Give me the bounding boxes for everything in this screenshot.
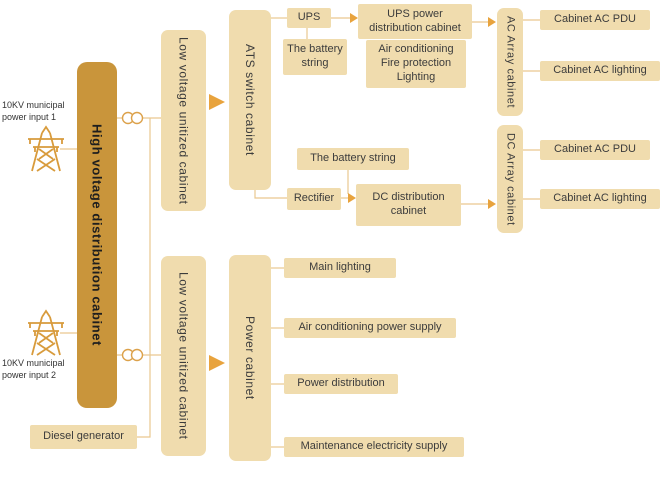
main-lighting-box: Main lighting [284, 258, 396, 278]
flow-arrow-icon-rectifier-dcdist [348, 193, 356, 203]
cabinet-ac-lighting-top: Cabinet AC lighting [540, 61, 660, 81]
high-voltage-cabinet: High voltage distribution cabinet [77, 62, 117, 408]
flow-arrow-icon-updc-acarray [488, 17, 496, 27]
power-input-2-label: 10KV municipal power input 2 [2, 358, 65, 381]
flow-arrow-icon-dcdist-dcarray [488, 199, 496, 209]
low-voltage-cabinet-bottom: Low voltage unitized cabinet [161, 256, 206, 456]
cabinet-ac-pdu-mid: Cabinet AC PDU [540, 140, 650, 160]
diesel-generator-box: Diesel generator [30, 425, 137, 449]
cabinet-ac-lighting-mid: Cabinet AC lighting [540, 189, 660, 209]
ups-power-distribution-cabinet: UPS power distribution cabinet [358, 4, 472, 39]
maintenance-supply-box: Maintenance electricity supply [284, 437, 464, 457]
ups-box: UPS [287, 8, 331, 28]
transmission-tower-icon-1 [27, 126, 65, 172]
power-cabinet: Power cabinet [229, 255, 271, 461]
aircon-fire-lighting-box: Air conditioning Fire protection Lightin… [366, 40, 466, 88]
transformer-symbol-top [121, 111, 144, 125]
cabinet-ac-pdu-top: Cabinet AC PDU [540, 10, 650, 30]
battery-string-mid: The battery string [297, 148, 409, 170]
dc-array-cabinet: DC Array cabinet [497, 125, 523, 233]
ac-array-cabinet: AC Array cabinet [497, 8, 523, 116]
wire-ats-rectifier [254, 190, 287, 199]
ats-switch-cabinet: ATS switch cabinet [229, 10, 271, 190]
transformer-symbol-bottom [121, 348, 144, 362]
flow-arrow-icon-lv1-ats [209, 94, 225, 110]
flow-arrow-icon-ups-updc [350, 13, 358, 23]
power-input-1-label: 10KV municipal power input 1 [2, 100, 65, 123]
rectifier-box: Rectifier [287, 188, 341, 210]
low-voltage-cabinet-top: Low voltage unitized cabinet [161, 30, 206, 211]
flow-arrow-icon-lv2-power [209, 355, 225, 371]
power-distribution-box: Power distribution [284, 374, 398, 394]
battery-string-top: The battery string [283, 39, 347, 75]
dc-distribution-cabinet: DC distribution cabinet [356, 184, 461, 226]
transmission-tower-icon-2 [27, 310, 65, 356]
wire-diesel-trunk [137, 118, 151, 438]
aircon-power-supply-box: Air conditioning power supply [284, 318, 456, 338]
